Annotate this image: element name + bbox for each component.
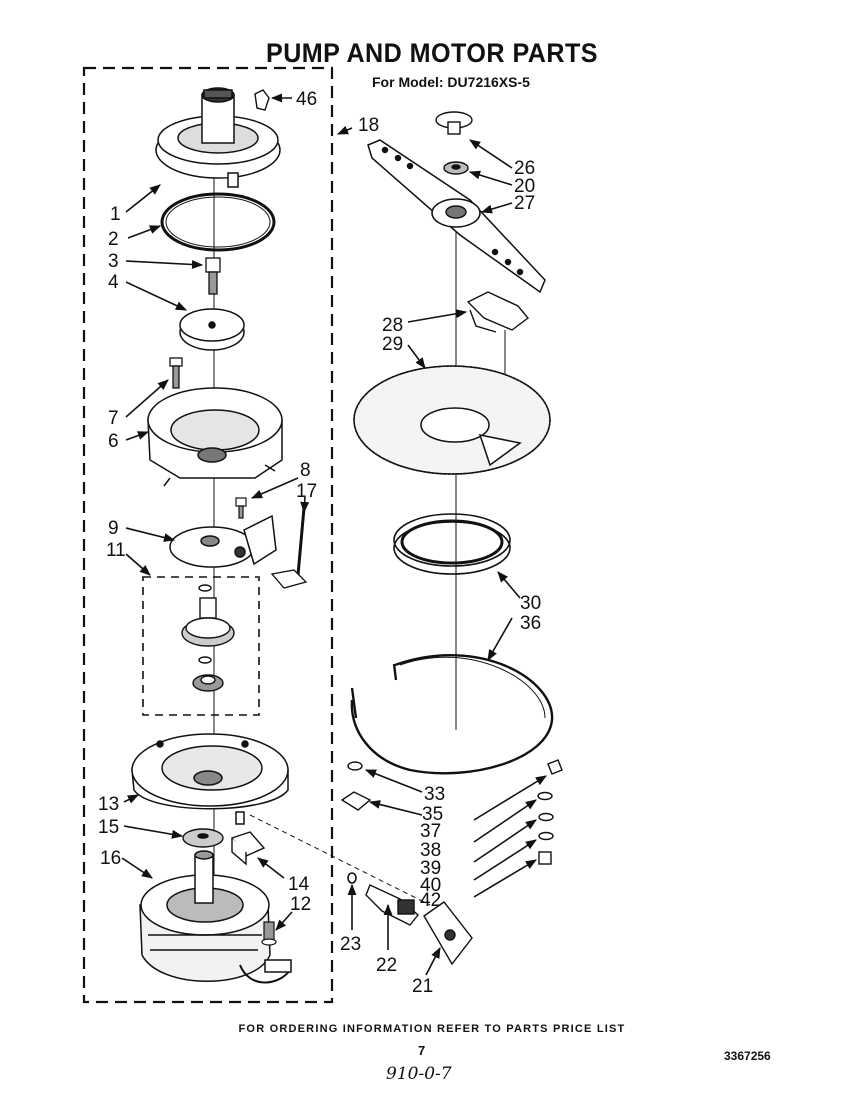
callout-11: 11 — [106, 540, 126, 561]
heating-element-part — [350, 654, 554, 775]
callout-17: 17 — [296, 481, 317, 502]
ordering-note: FOR ORDERING INFORMATION REFER TO PARTS … — [238, 1023, 626, 1035]
handwritten-note: 910-0-7 — [386, 1064, 452, 1084]
callout-2: 2 — [108, 229, 119, 250]
callout-27: 27 — [514, 193, 535, 214]
callout-42: 42 — [420, 890, 441, 911]
capacitor-part — [230, 831, 266, 866]
impeller-disc-part — [179, 308, 245, 351]
mounting-plate-part — [169, 514, 277, 568]
callout-21: 21 — [412, 976, 433, 997]
callout-4: 4 — [108, 272, 119, 293]
motor-part — [139, 850, 292, 984]
rod-part — [270, 507, 308, 589]
o-ring-part — [347, 872, 357, 884]
callout-36: 36 — [520, 613, 541, 634]
arm-washer-part — [443, 161, 469, 175]
callout-13: 13 — [98, 794, 119, 815]
screw-part — [169, 357, 183, 389]
callout-38: 38 — [420, 840, 441, 861]
callout-23: 23 — [340, 934, 361, 955]
callout-20: 20 — [514, 176, 535, 197]
callout-40: 40 — [420, 875, 441, 896]
page-title: PUMP AND MOTOR PARTS — [265, 38, 599, 68]
filter-screen-part — [353, 365, 551, 475]
callout-28: 28 — [382, 315, 403, 336]
filter-clip-part — [466, 291, 530, 333]
page-number: 7 — [418, 1043, 426, 1058]
callout-22: 22 — [376, 955, 397, 976]
callout-46: 46 — [296, 89, 317, 110]
callout-39: 39 — [420, 858, 441, 879]
sensor-plug-part — [365, 884, 419, 926]
clip-part — [254, 89, 270, 111]
callout-14: 14 — [288, 874, 310, 895]
callout-labels: 46 1 2 3 4 7 6 8 17 9 11 13 15 16 14 12 … — [98, 89, 541, 997]
assembly-18-dashed-box — [82, 66, 334, 1004]
element-nut-part — [340, 761, 372, 811]
callout-15: 15 — [98, 817, 119, 838]
small-screw-part — [235, 497, 247, 519]
leader-lines — [121, 93, 547, 976]
seal-assembly-part — [181, 584, 235, 692]
callout-18: 18 — [358, 115, 379, 136]
callout-33: 33 — [424, 784, 445, 805]
callout-6: 6 — [108, 431, 119, 452]
bolt-part — [205, 257, 221, 295]
callout-12: 12 — [290, 894, 311, 915]
callout-29: 29 — [382, 334, 403, 355]
washer-part — [182, 828, 224, 848]
callout-8: 8 — [300, 460, 311, 481]
motor-screw-part — [261, 921, 277, 946]
callout-7: 7 — [108, 408, 119, 429]
callout-26: 26 — [514, 158, 535, 179]
callout-30: 30 — [520, 593, 541, 614]
bracket-plate-part — [423, 901, 473, 966]
callout-9: 9 — [108, 518, 119, 539]
assembly-11-dashed-box — [142, 576, 260, 716]
spray-arm-part — [367, 139, 546, 294]
fastener-stack-part — [537, 759, 563, 865]
spray-cap-part — [435, 111, 473, 135]
filter-ring-part — [393, 513, 511, 575]
pump-base-part — [147, 387, 283, 487]
gasket-ring-part — [160, 192, 276, 252]
callout-3: 3 — [108, 251, 119, 272]
model-line: For Model: DU7216XS-5 — [372, 74, 530, 90]
callout-1: 1 — [110, 204, 121, 225]
callout-35: 35 — [422, 804, 443, 825]
callout-37: 37 — [420, 821, 441, 842]
document-number: 3367256 — [724, 1049, 771, 1063]
motor-mount-part — [131, 733, 289, 825]
callout-16: 16 — [100, 848, 121, 869]
pump-housing-part — [155, 87, 281, 188]
